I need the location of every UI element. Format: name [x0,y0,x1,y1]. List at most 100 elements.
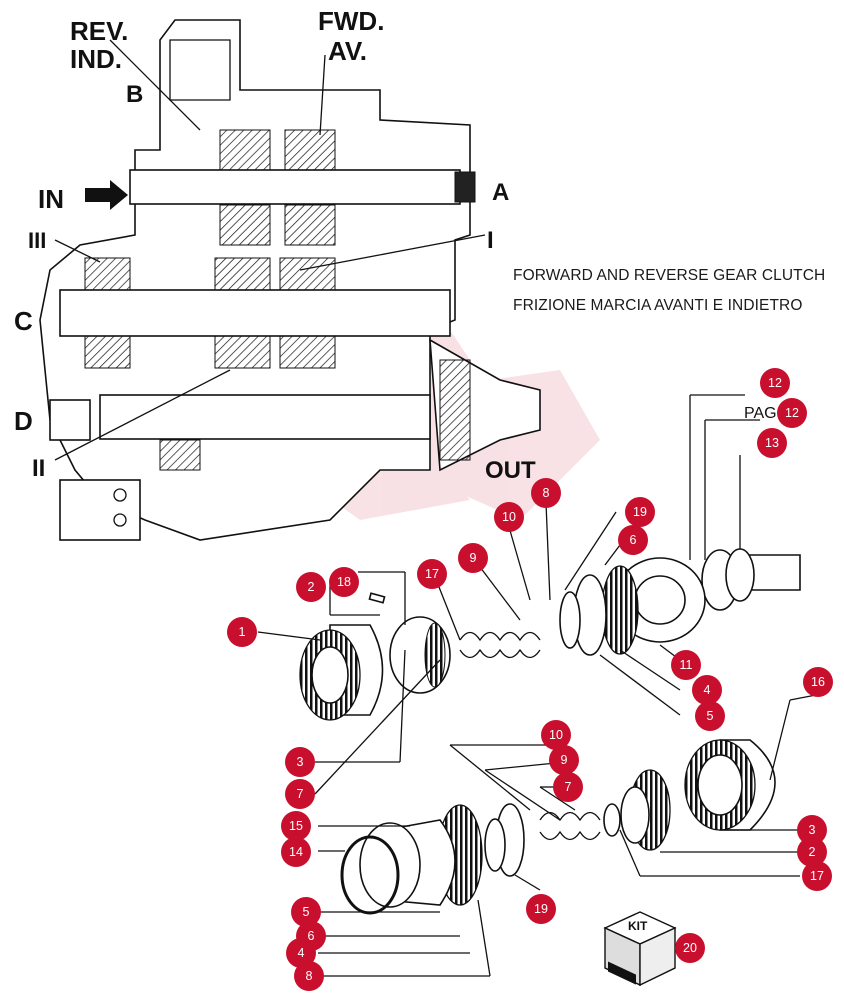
callout-circle [777,398,807,428]
callout-circle [285,747,315,777]
label-a: A [492,179,509,206]
callout-8: 8 [294,961,324,991]
kit-label: KIT [628,919,648,933]
callout-circle [692,675,722,705]
label-fwd: FWD. [318,6,384,36]
callout-number: 8 [306,969,313,983]
callout-number: 12 [785,406,799,420]
callout-number: 16 [811,675,825,689]
callout-5: 5 [291,897,321,927]
callout-number: 19 [534,902,548,916]
lower-clutch-assembly [318,694,817,977]
callout-number: 6 [308,929,315,943]
callout-circle [531,478,561,508]
callout-19: 19 [526,894,556,924]
callout-12: 12 [760,368,790,398]
kit-box-icon [603,911,677,987]
callout-number: 20 [683,941,697,955]
label-out: OUT [485,457,536,484]
callout-number: 5 [707,709,714,723]
callout-number: 4 [704,683,711,697]
callout-circle [285,779,315,809]
callout-9: 9 [549,745,579,775]
callout-circle [675,933,705,963]
callout-4: 4 [286,938,316,968]
callout-number: 19 [633,505,647,519]
callout-number: 5 [303,905,310,919]
label-b: B [126,81,143,108]
callout-circle [281,811,311,841]
callout-number: 17 [810,869,824,883]
callout-19: 19 [625,497,655,527]
callout-circle [281,837,311,867]
callout-number: 7 [297,787,304,801]
callout-circle [458,543,488,573]
callout-circle [294,961,324,991]
callout-circle [553,772,583,802]
callout-circle [296,572,326,602]
callout-circle [695,701,725,731]
callout-10: 10 [541,720,571,750]
callout-number: 12 [768,376,782,390]
callout-number: 9 [470,551,477,565]
callout-circle [494,502,524,532]
callout-badges: 1212138191069171821114516109737151432171… [227,368,833,991]
callout-circle [549,745,579,775]
callout-20: 20 [675,933,705,963]
callout-13: 13 [757,428,787,458]
callout-circle [757,428,787,458]
callout-number: 11 [680,658,693,672]
callout-circle [797,837,827,867]
label-av: AV. [328,36,367,66]
callout-circle [291,897,321,927]
callout-3: 3 [285,747,315,777]
callout-4: 4 [692,675,722,705]
callout-number: 8 [543,486,550,500]
gearbox-cross-section [39,19,541,541]
callout-18: 18 [329,567,359,597]
callout-number: 3 [809,823,816,837]
callout-11: 11 [671,650,701,680]
label-iii: III [28,228,46,253]
label-in: IN [38,184,64,214]
callout-circle [227,617,257,647]
callout-number: 6 [630,533,637,547]
callout-circle [760,368,790,398]
callout-7: 7 [553,772,583,802]
callout-3: 3 [797,815,827,845]
callout-17: 17 [417,559,447,589]
upper-clutch-assembly [257,394,801,795]
label-ind: IND. [70,44,122,74]
callout-1: 1 [227,617,257,647]
label-i: I [487,227,494,254]
callout-number: 1 [239,625,246,639]
callout-number: 14 [289,845,303,859]
callout-8: 8 [531,478,561,508]
callout-number: 15 [289,819,303,833]
callout-circle [286,938,316,968]
callout-number: 2 [809,845,816,859]
callout-2: 2 [797,837,827,867]
callout-number: 3 [297,755,304,769]
callout-7: 7 [285,779,315,809]
label-d: D [14,406,33,436]
callout-15: 15 [281,811,311,841]
callout-number: 13 [765,436,779,450]
callout-circle [803,667,833,697]
callout-circle [417,559,447,589]
callout-number: 2 [308,580,315,594]
title-italian: FRIZIONE MARCIA AVANTI E INDIETRO [513,297,803,314]
callout-number: 17 [425,567,439,581]
callout-circle [618,525,648,555]
callout-number: 10 [549,728,563,742]
callout-circle [802,861,832,891]
callout-2: 2 [296,572,326,602]
title-english: FORWARD AND REVERSE GEAR CLUTCH [513,267,826,284]
callout-6: 6 [618,525,648,555]
callout-number: 7 [565,780,572,794]
callout-16: 16 [803,667,833,697]
callout-10: 10 [494,502,524,532]
label-rev: REV. [70,16,128,46]
callout-9: 9 [458,543,488,573]
callout-circle [797,815,827,845]
